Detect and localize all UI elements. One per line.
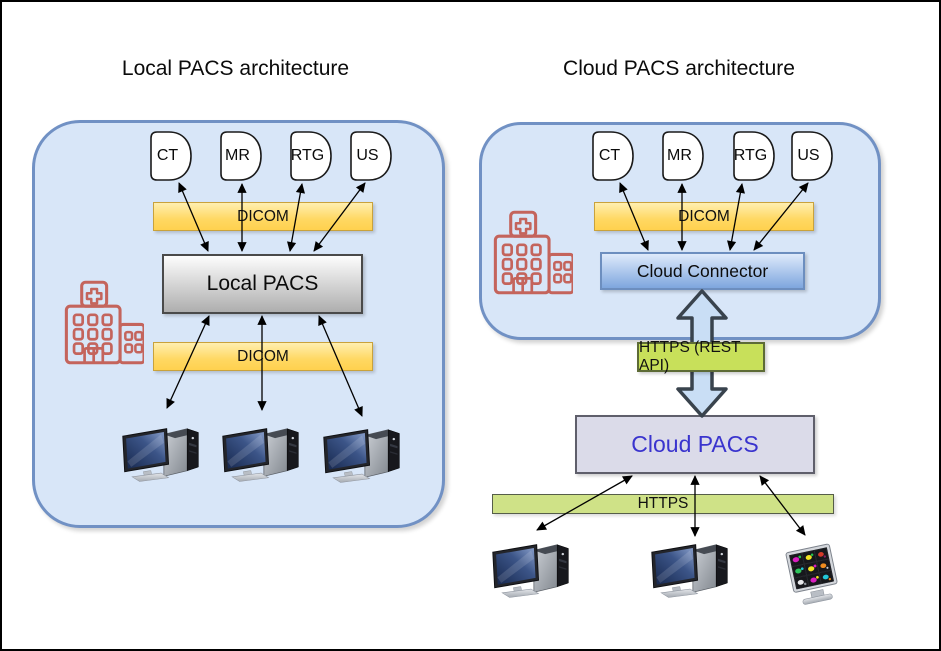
https-label: HTTPS	[637, 495, 689, 512]
local-pacs-label: Local PACS	[206, 272, 319, 295]
modality-rtg-cloud: RTG	[733, 131, 775, 181]
modality-label: US	[356, 147, 379, 164]
dicom-label: DICOM	[237, 347, 289, 365]
cloud-connector-box: Cloud Connector	[600, 252, 805, 290]
desktop-computer-icon	[321, 423, 405, 490]
left-diagram-title: Local PACS architecture	[121, 57, 350, 80]
modality-rtg-local: RTG	[290, 131, 332, 181]
cloud-connector-label: Cloud Connector	[636, 260, 769, 281]
local-pacs-box: Local PACS	[162, 254, 363, 314]
dicom-bar-cloud: DICOM	[594, 202, 814, 231]
hospital-building-icon	[481, 210, 575, 295]
cloud-pacs-box: Cloud PACS	[575, 415, 815, 474]
desktop-computer-icon	[120, 422, 204, 489]
modality-label: RTG	[733, 147, 768, 164]
modality-label: MR	[225, 147, 250, 164]
dicom-label: DICOM	[237, 207, 289, 225]
modality-us-cloud: US	[791, 131, 833, 181]
dicom-bar-local-bottom: DICOM	[153, 342, 373, 371]
desktop-computer-icon	[490, 538, 574, 605]
desktop-computer-icon	[649, 538, 733, 605]
https-bar: HTTPS	[492, 494, 834, 514]
modality-mr-local: MR	[220, 131, 262, 181]
modality-label: MR	[667, 147, 692, 164]
image-viewer-monitor-icon	[785, 540, 839, 615]
modality-us-local: US	[350, 131, 392, 181]
https-rest-api-box: HTTPS (REST API)	[637, 339, 765, 374]
dicom-bar-local-top: DICOM	[153, 202, 373, 231]
modality-ct-local: CT	[150, 131, 192, 181]
hospital-building-icon	[52, 280, 146, 365]
right-diagram-title: Cloud PACS architecture	[563, 57, 795, 80]
modality-label: RTG	[290, 147, 325, 164]
modality-label: CT	[156, 147, 179, 164]
modality-label: US	[797, 147, 820, 164]
dicom-label: DICOM	[678, 207, 730, 225]
desktop-computer-icon	[220, 422, 304, 489]
https-rest-api-label: HTTPS (REST API)	[639, 339, 741, 374]
modality-ct-cloud: CT	[592, 131, 634, 181]
cloud-pacs-label: Cloud PACS	[631, 431, 759, 457]
modality-label: CT	[598, 147, 621, 164]
modality-mr-cloud: MR	[662, 131, 704, 181]
